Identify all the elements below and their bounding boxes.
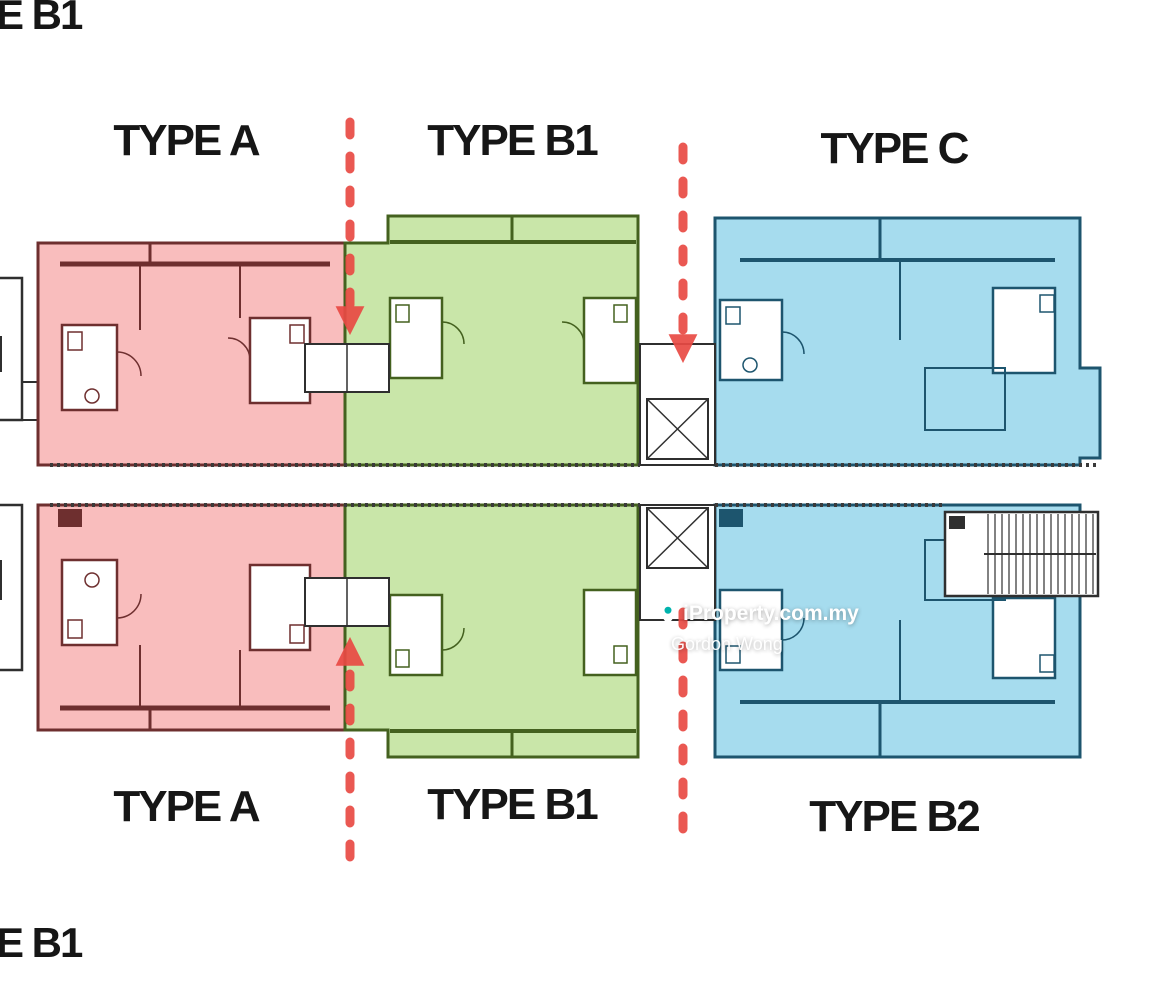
unit-type-b1-upper [343, 214, 640, 467]
entrance-link-a-b1-upper [304, 343, 390, 393]
unit-type-a-lower [36, 503, 347, 732]
unit-type-c-upper [713, 216, 1102, 467]
label-type-a-lower: TYPE A [113, 782, 260, 831]
corner-label-bottom-left: E B1 [0, 919, 83, 966]
label-type-b1-upper: TYPE B1 [427, 116, 598, 165]
lift-lobby-upper [639, 343, 716, 466]
label-type-a-upper: TYPE A [113, 116, 260, 165]
unit-type-a-upper [36, 241, 347, 467]
watermark-agent-name: Gordon Wong [671, 634, 783, 654]
entrance-link-a-b1-lower [304, 577, 390, 627]
left-edge-structures [0, 276, 40, 672]
label-type-b1-lower: TYPE B1 [427, 780, 598, 829]
location-pin-icon [660, 602, 676, 625]
watermark-brand: iProperty.com.my [683, 602, 859, 625]
label-type-b2-lower: TYPE B2 [809, 792, 980, 841]
unit-type-b1-lower [343, 503, 640, 759]
lift-lobby-lower [639, 504, 716, 621]
corner-label-top-left: E B1 [0, 0, 83, 38]
watermark: iProperty.com.my Gordon Wong [658, 601, 859, 655]
corridor [50, 463, 1100, 507]
staircase [943, 510, 1100, 598]
entrance-arrows [335, 117, 698, 862]
label-type-c-upper: TYPE C [820, 124, 970, 173]
